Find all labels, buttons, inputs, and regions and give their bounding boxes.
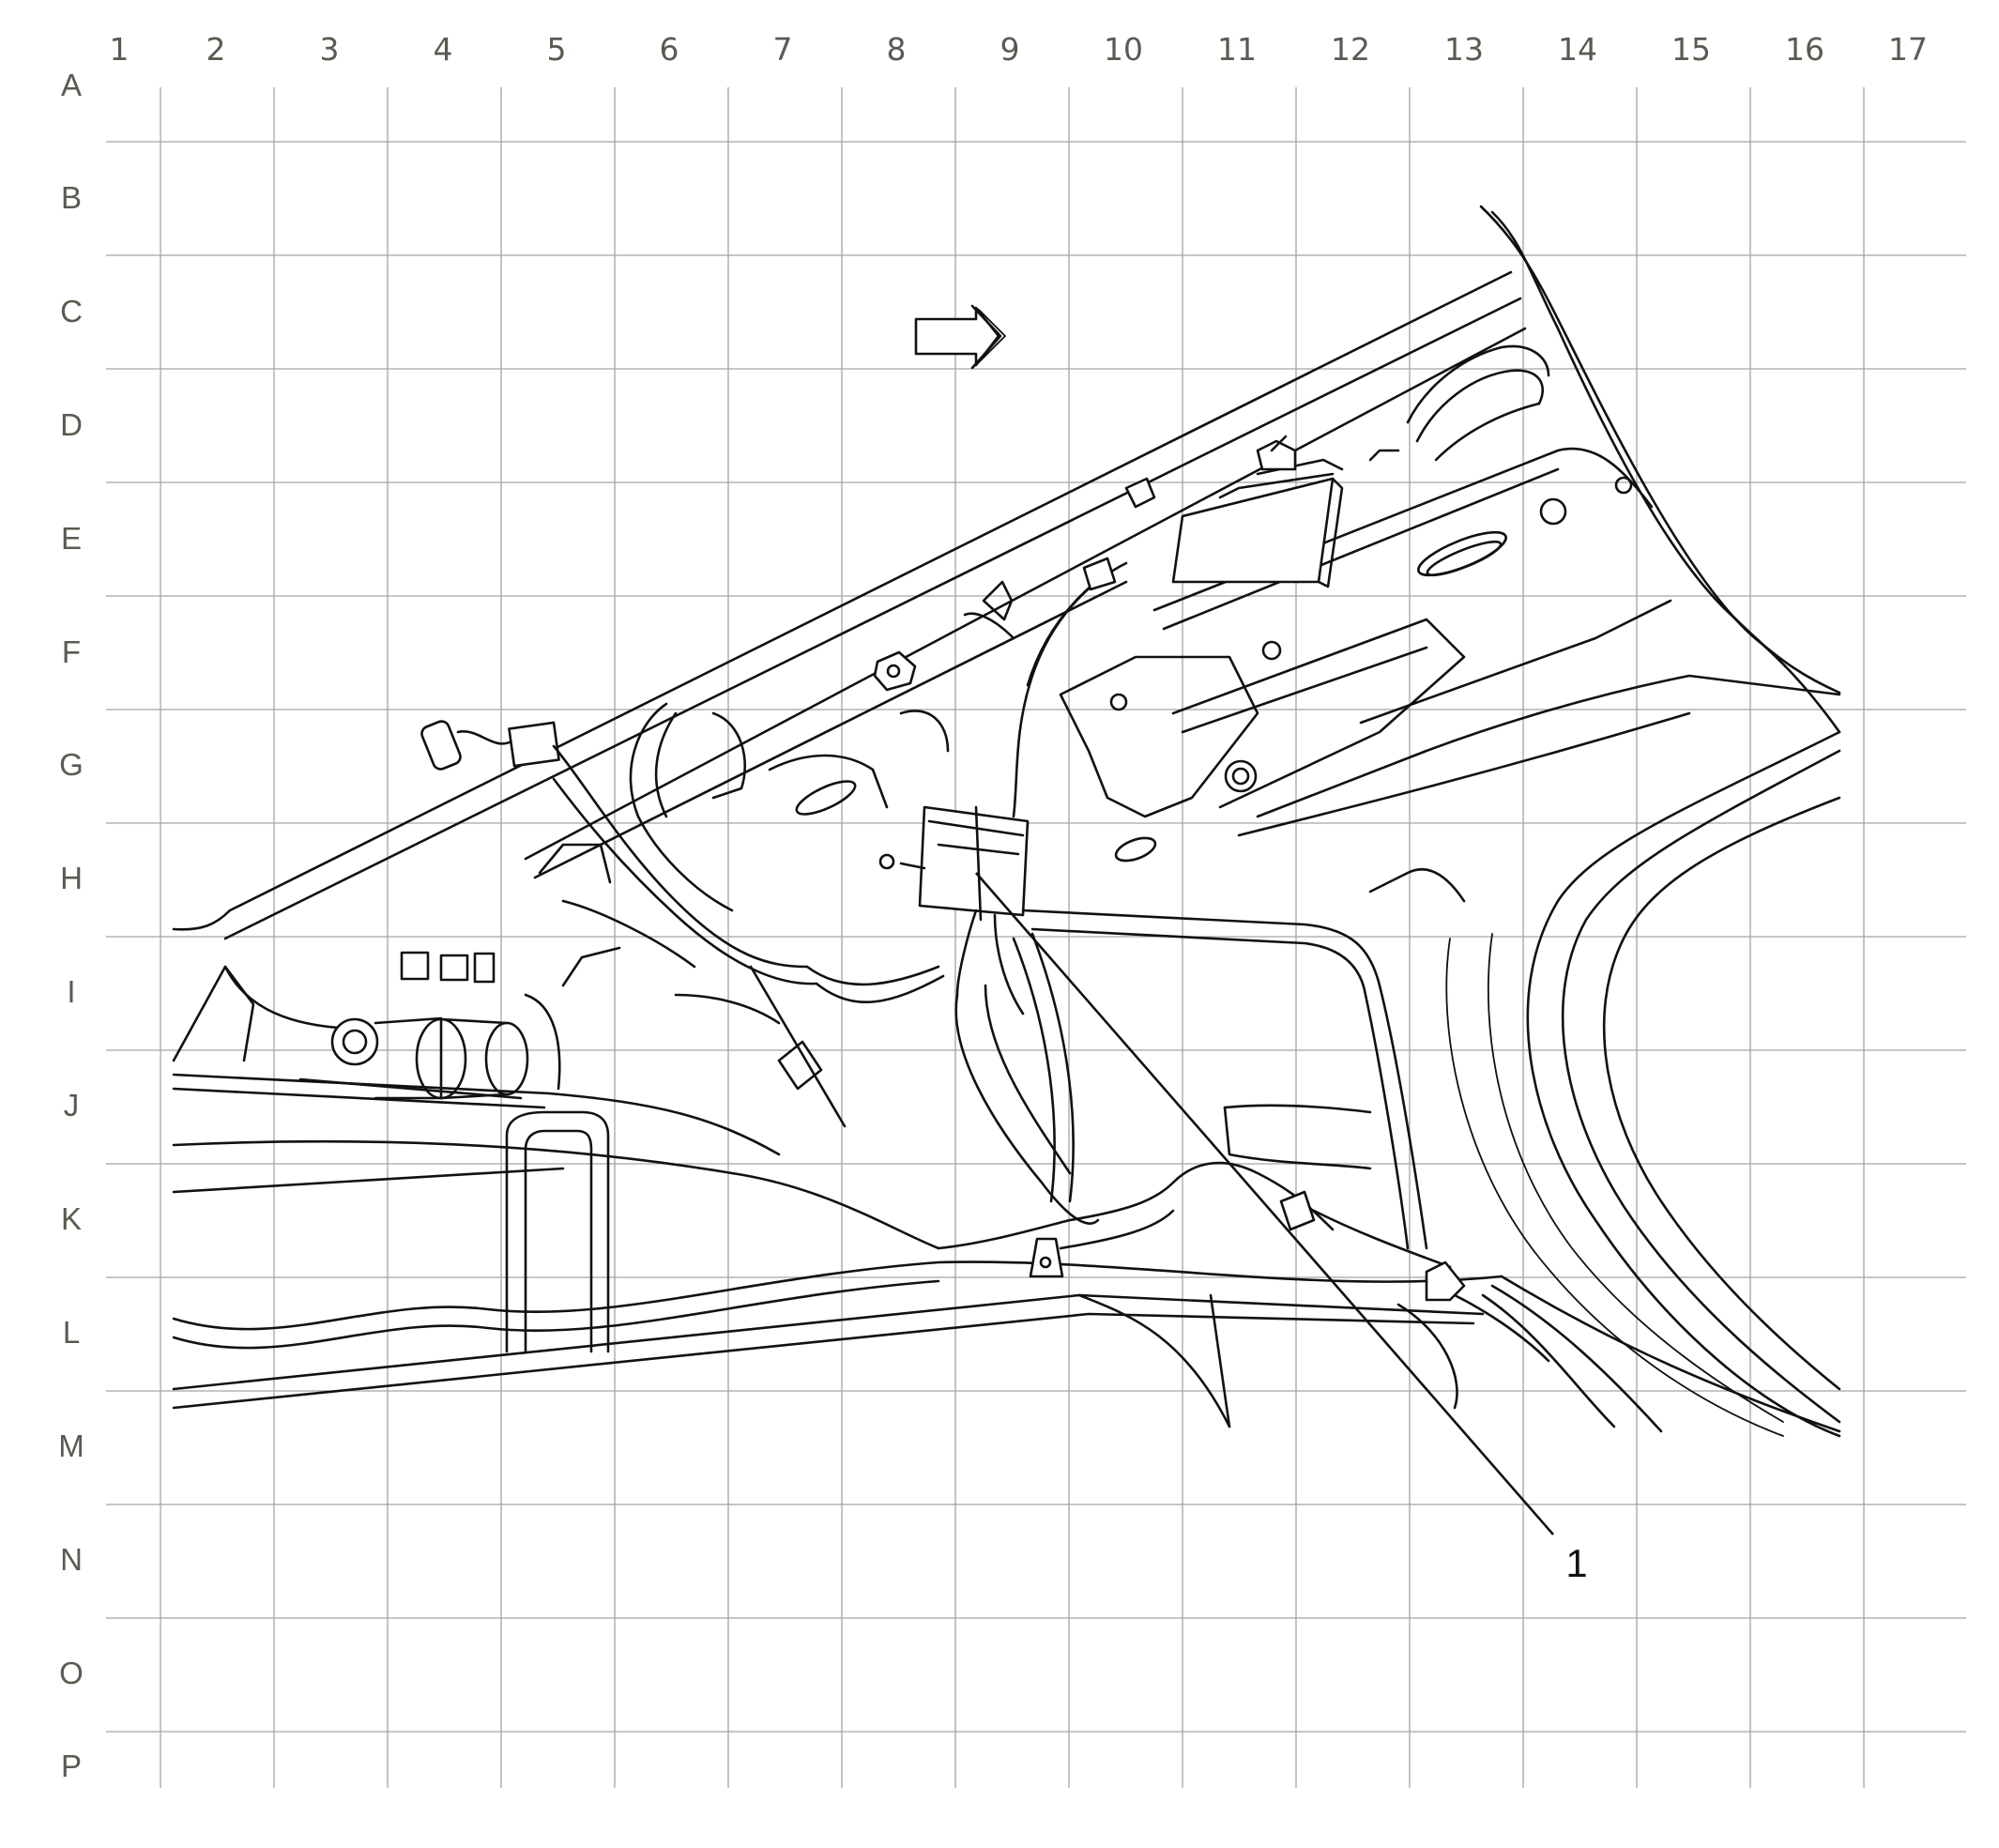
- row-label: F: [62, 634, 81, 669]
- row-label: P: [61, 1749, 82, 1783]
- column-label: 9: [1000, 31, 1020, 68]
- row-label: H: [60, 861, 83, 895]
- callout-number: 1: [1565, 1541, 1587, 1585]
- row-label: C: [60, 294, 83, 328]
- column-label: 5: [547, 31, 567, 68]
- row-label: J: [64, 1088, 80, 1123]
- column-label: 17: [1888, 31, 1928, 68]
- row-label: K: [61, 1201, 82, 1236]
- column-label: 11: [1217, 31, 1257, 68]
- row-label: A: [61, 68, 82, 102]
- column-label: 10: [1104, 31, 1143, 68]
- row-label: O: [59, 1656, 84, 1690]
- row-label: L: [63, 1315, 80, 1350]
- column-label: 14: [1558, 31, 1597, 68]
- column-label: 8: [887, 31, 907, 68]
- vehicle-body-linework: [172, 205, 1841, 1438]
- column-labels: 1 2 3 4 5 6 7 8 9 10 11 12 13 14 15 16 1…: [110, 31, 1929, 68]
- row-labels: A B C D E F G H I J K L M N O P: [58, 68, 84, 1783]
- column-label: 12: [1331, 31, 1370, 68]
- callout-leader-line: [975, 872, 1554, 1535]
- row-label: D: [60, 407, 83, 442]
- row-label: M: [58, 1428, 84, 1463]
- column-label: 16: [1785, 31, 1824, 68]
- column-label: 1: [110, 31, 130, 68]
- row-label: I: [67, 974, 75, 1009]
- grid-horizontal-lines: [106, 141, 1966, 1733]
- row-label: N: [60, 1542, 83, 1577]
- column-label: 13: [1444, 31, 1484, 68]
- forward-arrow-icon: [914, 304, 1006, 370]
- row-label: E: [61, 521, 82, 556]
- row-label: B: [61, 180, 82, 215]
- column-label: 3: [320, 31, 340, 68]
- callout-1: 1: [975, 872, 1588, 1585]
- column-label: 2: [206, 31, 226, 68]
- column-label: 7: [773, 31, 793, 68]
- column-label: 15: [1671, 31, 1711, 68]
- grid-vertical-lines: [160, 87, 1865, 1788]
- row-label: G: [59, 747, 84, 782]
- column-label: 4: [434, 31, 453, 68]
- column-label: 6: [660, 31, 679, 68]
